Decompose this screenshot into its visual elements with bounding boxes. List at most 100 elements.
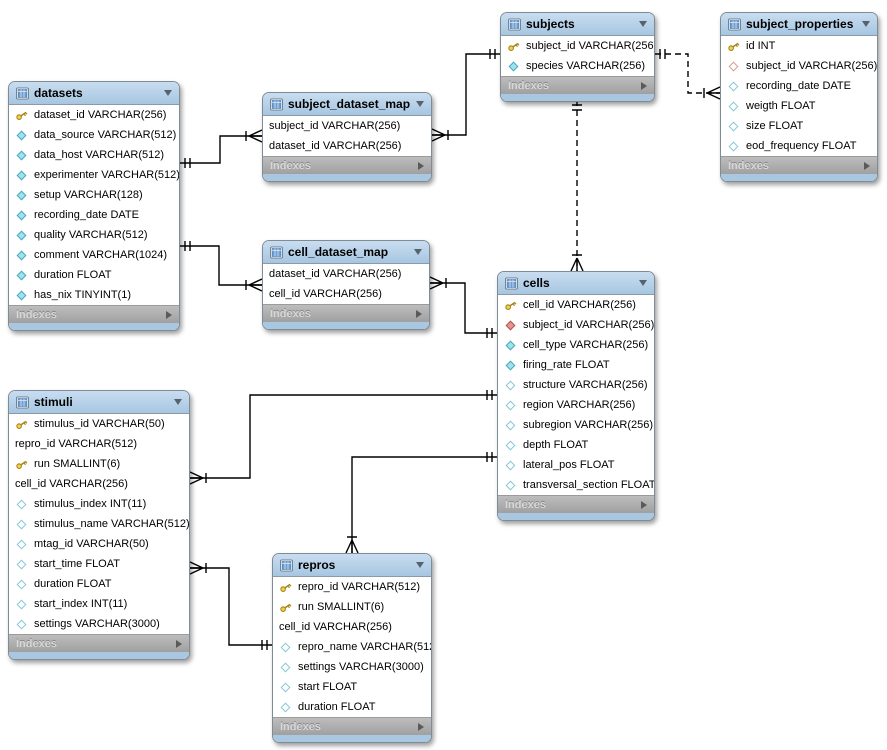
relation-datasets-subject_dataset_map[interactable] (180, 129, 263, 168)
expand-arrow-icon[interactable] (166, 310, 172, 319)
indexes-section[interactable]: Indexes (721, 156, 877, 174)
column-row[interactable]: depth FLOAT (498, 435, 654, 455)
column-row[interactable]: id INT (721, 36, 877, 56)
column-row[interactable]: run SMALLINT(6) (273, 597, 431, 617)
column-row[interactable]: lateral_pos FLOAT (498, 455, 654, 475)
expand-arrow-icon[interactable] (418, 722, 424, 731)
relation-datasets-cell_dataset_map[interactable] (180, 241, 263, 292)
column-row[interactable]: start_index INT(11) (9, 594, 189, 614)
column-row[interactable]: structure VARCHAR(256) (498, 375, 654, 395)
column-row[interactable]: recording_date DATE (9, 205, 179, 225)
indexes-section[interactable]: Indexes (263, 156, 431, 174)
column-row[interactable]: cell_id VARCHAR(256) (273, 617, 431, 637)
expand-arrow-icon[interactable] (416, 309, 422, 318)
expand-arrow-icon[interactable] (418, 161, 424, 170)
column-row[interactable]: setup VARCHAR(128) (9, 185, 179, 205)
column-row[interactable]: region VARCHAR(256) (498, 395, 654, 415)
relation-subjects-cells[interactable] (570, 100, 584, 272)
column-row[interactable]: data_source VARCHAR(512) (9, 125, 179, 145)
column-row[interactable]: firing_rate FLOAT (498, 355, 654, 375)
table-header[interactable]: subject_properties (721, 13, 877, 36)
column-row[interactable]: repro_name VARCHAR(512) (273, 637, 431, 657)
indexes-section[interactable]: Indexes (501, 76, 654, 94)
collapse-arrow-icon[interactable] (414, 249, 422, 255)
relation-stimuli-cells[interactable] (189, 390, 497, 485)
collapse-arrow-icon[interactable] (174, 399, 182, 405)
indexes-section[interactable]: Indexes (273, 717, 431, 735)
column-row[interactable]: subject_id VARCHAR(256) (498, 315, 654, 335)
column-row[interactable]: dataset_id VARCHAR(256) (263, 264, 429, 284)
column-row[interactable]: dataset_id VARCHAR(256) (263, 136, 431, 156)
column-row[interactable]: subject_id VARCHAR(256) (501, 36, 654, 56)
column-row[interactable]: subject_id VARCHAR(256) (721, 56, 877, 76)
column-row[interactable]: transversal_section FLOAT (498, 475, 654, 495)
relation-stimuli-repros[interactable] (189, 561, 272, 650)
collapse-arrow-icon[interactable] (416, 562, 424, 568)
column-row[interactable]: size FLOAT (721, 116, 877, 136)
column-row[interactable]: run SMALLINT(6) (9, 454, 189, 474)
column-row[interactable]: duration FLOAT (273, 697, 431, 717)
column-row[interactable]: data_host VARCHAR(512) (9, 145, 179, 165)
table-header[interactable]: cells (498, 272, 654, 295)
column-row[interactable]: duration FLOAT (9, 574, 189, 594)
column-row[interactable]: subject_id VARCHAR(256) (263, 116, 431, 136)
column-row[interactable]: quality VARCHAR(512) (9, 225, 179, 245)
column-row[interactable]: stimulus_index INT(11) (9, 494, 189, 514)
column-row[interactable]: species VARCHAR(256) (501, 56, 654, 76)
column-row[interactable]: stimulus_name VARCHAR(512) (9, 514, 189, 534)
table-header[interactable]: cell_dataset_map (263, 241, 429, 264)
table-header[interactable]: subject_dataset_map (263, 93, 431, 116)
column-row[interactable]: recording_date DATE (721, 76, 877, 96)
column-row[interactable]: repro_id VARCHAR(512) (273, 577, 431, 597)
collapse-arrow-icon[interactable] (639, 21, 647, 27)
column-row[interactable]: subregion VARCHAR(256) (498, 415, 654, 435)
column-row[interactable]: mtag_id VARCHAR(50) (9, 534, 189, 554)
indexes-section[interactable]: Indexes (498, 495, 654, 513)
relation-cells-repros[interactable] (345, 452, 497, 554)
collapse-arrow-icon[interactable] (639, 280, 647, 286)
collapse-arrow-icon[interactable] (416, 101, 424, 107)
column-row[interactable]: settings VARCHAR(3000) (273, 657, 431, 677)
table-header[interactable]: repros (273, 554, 431, 577)
indexes-section[interactable]: Indexes (9, 305, 179, 323)
column-row[interactable]: experimenter VARCHAR(512) (9, 165, 179, 185)
column-row[interactable]: cell_id VARCHAR(256) (263, 284, 429, 304)
column-row[interactable]: dataset_id VARCHAR(256) (9, 105, 179, 125)
collapse-arrow-icon[interactable] (862, 21, 870, 27)
column-row[interactable]: weigth FLOAT (721, 96, 877, 116)
column-row[interactable]: start FLOAT (273, 677, 431, 697)
indexes-section[interactable]: Indexes (263, 304, 429, 322)
column-row[interactable]: cell_id VARCHAR(256) (498, 295, 654, 315)
table-header[interactable]: stimuli (9, 391, 189, 414)
expand-arrow-icon[interactable] (641, 500, 647, 509)
column-row[interactable]: repro_id VARCHAR(512) (9, 434, 189, 454)
column-row[interactable]: cell_id VARCHAR(256) (9, 474, 189, 494)
column-row[interactable]: eod_frequency FLOAT (721, 136, 877, 156)
table-header[interactable]: subjects (501, 13, 654, 36)
collapse-arrow-icon[interactable] (164, 90, 172, 96)
column-row[interactable]: has_nix TINYINT(1) (9, 285, 179, 305)
column-row[interactable]: settings VARCHAR(3000) (9, 614, 189, 634)
column-row[interactable]: stimulus_id VARCHAR(50) (9, 414, 189, 434)
column-row[interactable]: start_time FLOAT (9, 554, 189, 574)
expand-arrow-icon[interactable] (641, 81, 647, 90)
indexes-section[interactable]: Indexes (9, 634, 189, 652)
table-header[interactable]: datasets (9, 82, 179, 105)
expand-arrow-icon[interactable] (864, 161, 870, 170)
column-row[interactable]: cell_type VARCHAR(256) (498, 335, 654, 355)
relation-subject_dataset_map-subjects[interactable] (431, 49, 500, 142)
column-label: lateral_pos FLOAT (523, 459, 615, 471)
relation-cell_dataset_map-cells[interactable] (429, 276, 497, 338)
column-row[interactable]: comment VARCHAR(1024) (9, 245, 179, 265)
relation-subjects-subject_properties[interactable] (655, 49, 721, 100)
expand-arrow-icon[interactable] (176, 639, 182, 648)
column-row[interactable]: duration FLOAT (9, 265, 179, 285)
